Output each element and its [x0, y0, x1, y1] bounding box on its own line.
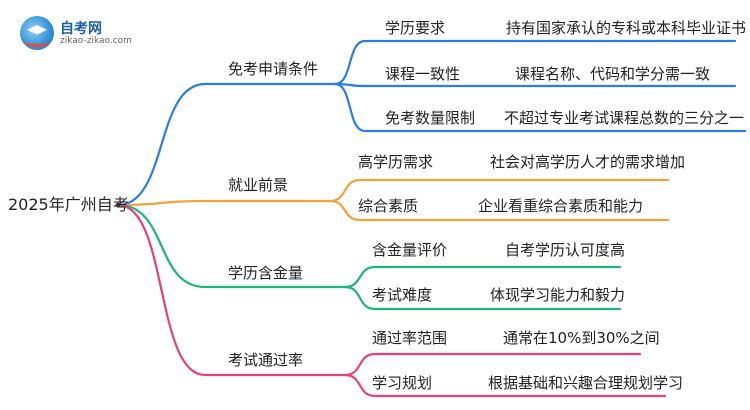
node-exam-difficulty: 考试难度 [372, 286, 433, 304]
logo-url: zikao-zikao.com [60, 36, 132, 46]
graduation-cap-icon [20, 16, 54, 50]
connector-employment-0 [328, 178, 670, 203]
logo-name: 自考网 [60, 21, 102, 37]
site-logo: 自考网 zikao-zikao.com [20, 16, 160, 50]
node-education-requirement: 学历要求 [385, 19, 446, 37]
node-pass-rate-range-detail: 通常在10%到30%之间 [503, 329, 660, 347]
connector-exemption-1 [333, 82, 737, 88]
connector-root-value [116, 203, 347, 289]
node-exemption-limit-detail: 不超过专业考试课程总数的三分之一 [504, 109, 745, 127]
connector-value-1 [343, 285, 622, 311]
node-study-planning-detail: 根据基础和兴趣合理规划学习 [488, 374, 684, 392]
node-exemption-limit: 免考数量限制 [385, 109, 476, 127]
branch-label-value: 学历含金量 [228, 264, 304, 282]
node-high-degree-demand: 高学历需求 [358, 153, 434, 171]
branch-label-pass-rate: 考试通过率 [228, 351, 304, 369]
connector-pass-rate-0 [343, 352, 642, 377]
node-education-requirement-detail: 持有国家承认的专科或本科毕业证书 [506, 19, 747, 37]
node-overall-quality-detail: 企业看重综合素质和能力 [478, 197, 644, 215]
root-anchor [115, 202, 121, 208]
node-high-degree-demand-detail: 社会对高学历人才的需求增加 [490, 153, 686, 171]
connector-exemption-2 [333, 82, 747, 133]
connector-root-exemption [116, 82, 337, 207]
node-overall-quality: 综合素质 [358, 197, 419, 215]
connector-exemption-0 [333, 39, 737, 86]
connector-value-0 [343, 265, 622, 289]
connector-root-pass-rate [116, 203, 347, 377]
node-value-evaluation: 含金量评价 [372, 241, 448, 259]
node-pass-rate-range: 通过率范围 [372, 329, 448, 347]
connector-employment-1 [328, 199, 670, 222]
node-exam-difficulty-detail: 体现学习能力和毅力 [490, 286, 626, 304]
connector-pass-rate-1 [343, 373, 667, 398]
branch-label-employment: 就业前景 [228, 176, 289, 194]
node-value-evaluation-detail: 自考学历认可度高 [505, 241, 626, 259]
connector-root-employment [116, 199, 332, 207]
node-study-planning: 学习规划 [372, 374, 433, 392]
mindmap-root: 2025年广州自考 [8, 195, 129, 214]
branch-label-exemption: 免考申请条件 [228, 60, 319, 78]
node-course-consistency-detail: 课程名称、代码和学分需一致 [515, 65, 711, 83]
node-course-consistency: 课程一致性 [385, 65, 461, 83]
